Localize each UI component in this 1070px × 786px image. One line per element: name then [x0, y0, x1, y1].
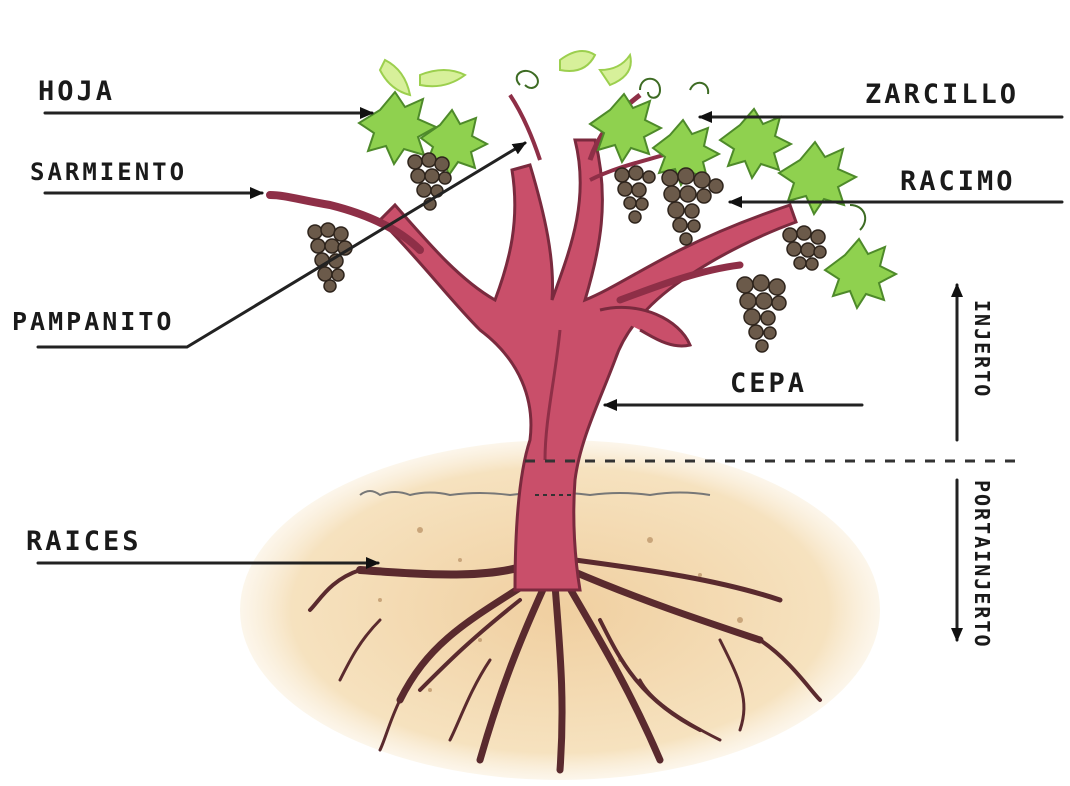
label-hoja: HOJA	[38, 76, 115, 107]
label-cepa: CEPA	[730, 368, 807, 399]
young-shoots	[380, 51, 631, 95]
label-raices: RAICES	[26, 526, 142, 557]
label-portainjerto: PORTAINJERTO	[970, 480, 994, 649]
label-pampanito: PAMPANITO	[12, 307, 174, 336]
grape-cluster	[308, 223, 352, 292]
grape-cluster	[615, 166, 655, 223]
label-injerto: INJERTO	[970, 300, 994, 398]
grape-cluster	[783, 226, 826, 270]
grape-cluster	[737, 275, 786, 352]
label-sarmiento: SARMIENTO	[30, 158, 187, 186]
label-racimo: RACIMO	[900, 166, 1016, 197]
label-zarcillo: ZARCILLO	[865, 79, 1019, 110]
